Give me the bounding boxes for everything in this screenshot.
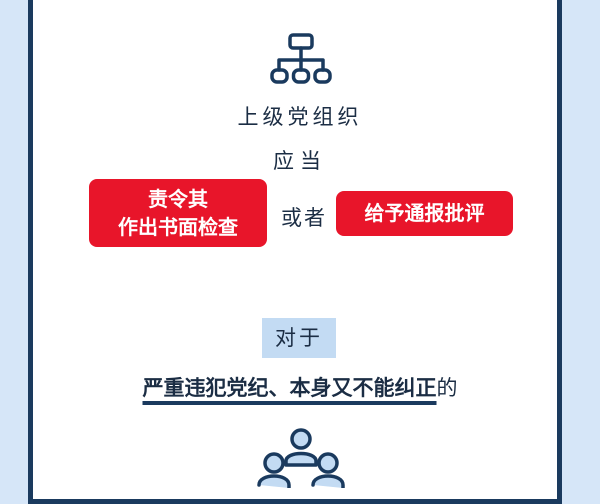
headline-suffix: 的 — [436, 376, 458, 400]
written-check-line1: 责令其 — [148, 187, 208, 211]
written-check-line2: 作出书面检查 — [118, 215, 238, 239]
headline-part2: 本身又不能纠正 — [289, 376, 437, 400]
headline: 严重违犯党纪、本身又不能纠正的 — [0, 372, 600, 402]
people-group-icon — [257, 428, 345, 488]
headline-part1: 严重违犯党纪 — [142, 376, 269, 400]
notice-criticism-box: 给予通报批评 — [336, 191, 513, 236]
against-label: 对于 — [262, 318, 336, 358]
org-chart-icon — [270, 33, 332, 84]
or-text: 或者 — [281, 206, 327, 230]
should-text: 应当 — [273, 149, 327, 173]
content-panel — [28, 0, 562, 504]
written-check-box: 责令其 作出书面检查 — [89, 179, 267, 247]
superior-org-text: 上级党组织 — [237, 105, 363, 129]
headline-separator: 、 — [268, 376, 290, 400]
